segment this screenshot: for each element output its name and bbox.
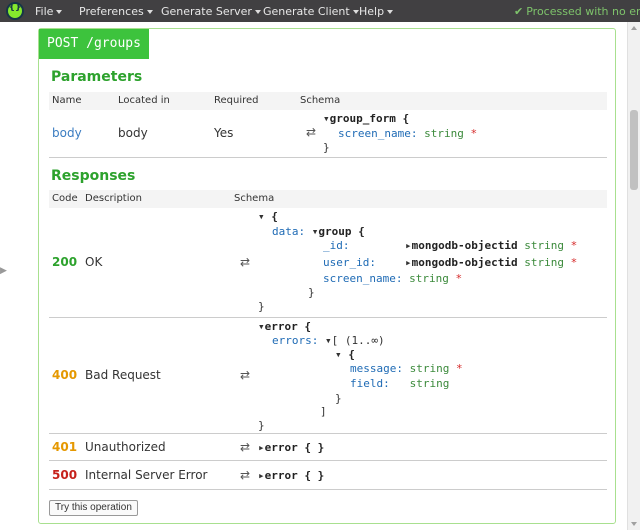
schema-close: } xyxy=(335,392,342,405)
menu-preferences[interactable]: Preferences xyxy=(79,5,153,18)
schema-field-errors[interactable]: errors: ▾[ (1..∞) xyxy=(272,334,385,347)
menu-generate-server[interactable]: Generate Server xyxy=(161,5,261,18)
response-code: 400 xyxy=(52,368,78,382)
col-name: Name xyxy=(52,95,82,106)
schema-field-id[interactable]: _id: xyxy=(323,239,350,252)
divider xyxy=(49,317,607,318)
chevron-down-icon xyxy=(146,10,153,14)
response-description: Unauthorized xyxy=(85,440,166,454)
swap-icon[interactable]: ⇄ xyxy=(306,125,317,139)
schema-field-field: field: string xyxy=(350,377,450,390)
chevron-down-icon xyxy=(254,10,261,14)
validation-status: ✔Processed with no errors xyxy=(514,5,640,18)
param-required: Yes xyxy=(214,126,234,140)
parameters-heading: Parameters xyxy=(51,69,143,85)
response-description: OK xyxy=(85,255,103,269)
response-description: Bad Request xyxy=(85,368,161,382)
chevron-down-icon xyxy=(387,10,394,14)
param-location: body xyxy=(118,126,148,140)
swap-icon[interactable]: ⇄ xyxy=(240,368,251,382)
col-required: Required xyxy=(214,95,259,106)
schema-collapsed[interactable]: ▸error { } xyxy=(258,469,325,482)
swap-icon[interactable]: ⇄ xyxy=(240,468,251,482)
try-operation-button[interactable]: Try this operation xyxy=(49,500,138,516)
schema-field: screen_name: string * xyxy=(338,127,478,140)
divider xyxy=(49,460,607,461)
chevron-down-icon xyxy=(56,10,63,14)
operation-panel: POST /groups Parameters Name Located in … xyxy=(38,28,616,524)
schema-close: } xyxy=(323,141,330,154)
swap-icon[interactable]: ⇄ xyxy=(240,255,251,269)
col-schema: Schema xyxy=(234,193,275,204)
responses-header-row xyxy=(49,190,607,208)
schema-ref-user-id[interactable]: ▸mongodb-objectid string * xyxy=(405,256,578,269)
schema-close: } xyxy=(258,300,265,313)
swap-icon[interactable]: ⇄ xyxy=(240,440,251,454)
parameters-header-row xyxy=(49,92,607,110)
scrollbar-thumb[interactable] xyxy=(630,110,638,190)
col-description: Description xyxy=(85,193,142,204)
response-description: Internal Server Error xyxy=(85,468,208,482)
divider xyxy=(49,433,607,434)
divider xyxy=(49,489,607,490)
menu-generate-client[interactable]: Generate Client xyxy=(263,5,359,18)
schema-field-user-id[interactable]: user_id: xyxy=(323,256,376,269)
scroll-up-icon[interactable] xyxy=(631,26,637,30)
schema-field-message: message: string * xyxy=(350,362,463,375)
response-code: 401 xyxy=(52,440,78,454)
schema-close: } xyxy=(308,286,315,299)
menu-file[interactable]: File xyxy=(35,5,63,18)
schema-field-screen-name: screen_name: string * xyxy=(323,272,463,285)
schema-expand-toggle[interactable]: ▾group_form { xyxy=(323,112,410,125)
schema-field-data[interactable]: data: ▾group { xyxy=(272,225,365,238)
operation-title[interactable]: POST /groups xyxy=(39,29,149,59)
schema-expand-toggle[interactable]: ▾ { xyxy=(258,210,278,223)
schema-expand-toggle[interactable]: ▾error { xyxy=(258,320,311,333)
schema-ref-id[interactable]: ▸mongodb-objectid string * xyxy=(405,239,578,252)
schema-close: } xyxy=(258,419,265,432)
divider xyxy=(49,157,607,158)
menu-bar: {} File Preferences Generate Server Gene… xyxy=(0,0,640,22)
panel-resize-handle[interactable]: ▶ xyxy=(0,266,7,276)
scroll-down-icon[interactable] xyxy=(631,522,637,526)
check-icon: ✔ xyxy=(514,5,524,18)
schema-collapsed[interactable]: ▸error { } xyxy=(258,441,325,454)
responses-heading: Responses xyxy=(51,168,136,184)
col-code: Code xyxy=(52,193,78,204)
col-schema: Schema xyxy=(300,95,341,106)
schema-close: ] xyxy=(320,405,327,418)
swagger-logo-icon: {} xyxy=(6,2,24,20)
chevron-down-icon xyxy=(352,10,359,14)
schema-object-toggle[interactable]: ▾ { xyxy=(335,348,355,361)
response-code: 200 xyxy=(52,255,78,269)
col-located-in: Located in xyxy=(118,95,170,106)
vertical-scrollbar[interactable] xyxy=(627,22,640,530)
menu-help[interactable]: Help xyxy=(359,5,394,18)
param-name-link[interactable]: body xyxy=(52,126,82,140)
response-code: 500 xyxy=(52,468,78,482)
